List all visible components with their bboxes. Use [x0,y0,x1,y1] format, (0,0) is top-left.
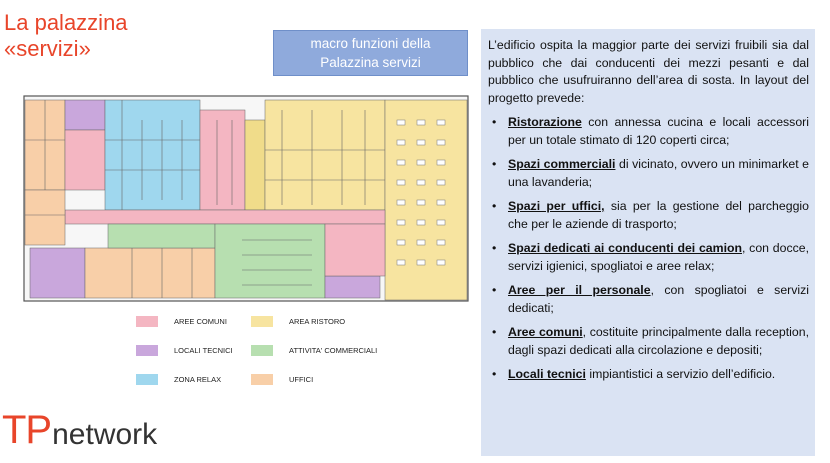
zone-commercial [214,223,326,299]
list-item: •Spazi dedicati ai conducenti dei camion… [492,241,809,273]
legend-swatch [251,316,273,327]
list-item-title: Ristorazione [508,115,582,129]
legend-label: ZONA RELAX [174,375,222,384]
zone-technical-top [64,99,106,131]
room-partitions [25,100,385,298]
zone-relax [104,99,201,211]
logo-network: network [52,418,158,451]
description-panel: L’edificio ospita la maggior parte dei s… [481,29,815,456]
zone-ristoro-kitchen [264,99,386,211]
legend-label: AREA RISTORO [289,317,346,326]
list-item: •Aree comuni, costituite principalmente … [492,325,809,357]
macro-functions-line1: macro funzioni della [310,36,431,51]
list-item-title: Aree per il personale [508,283,651,297]
list-item-text: con annessa cucina e locali accessori pe… [508,115,809,147]
list-item: •Locali tecnici impiantistici a servizio… [492,367,776,381]
list-item-title: Spazi per uffici, [508,199,605,213]
tp-network-logo: TP network [2,400,157,450]
list-item-title: Spazi commerciali [508,157,616,171]
legend-label: AREE COMUNI [174,317,227,326]
slide-title: La palazzina «servizi» [4,10,128,62]
zone-ristoro-strip [244,119,266,211]
legend-label: UFFICI [289,375,314,384]
macro-functions-line2: Palazzina servizi [320,55,421,70]
legend-item-attivita-commerciali: ATTIVITA' COMMERCIALI [251,345,377,356]
list-item-title: Spazi dedicati ai conducenti dei camion [508,241,743,255]
slide-title-line1: La palazzina [4,10,128,35]
zone-uffici-lower-left [24,189,66,246]
zone-technical-small [324,275,381,299]
list-item-text: impiantistici a servizio dell’edificio. [585,367,776,381]
list-item: •Ristorazione con annessa cucina e local… [492,115,809,147]
list-item: •Spazi per uffici, sia per la gestione d… [492,199,809,231]
floor-plan [23,95,469,302]
zone-common-bottom [107,223,216,249]
legend-item-area-ristoro: AREA RISTORO [251,316,345,327]
services-list: •Ristorazione con annessa cucina e local… [488,114,809,384]
list-item-text: , costituite principalmente dalla recept… [508,325,809,357]
list-item-text: di vicinato, ovvero un minimarket e una … [508,157,810,189]
panel-intro: L’edificio ospita la maggior parte dei s… [488,38,809,105]
zone-common-left [64,129,106,191]
legend-label: LOCALI TECNICI [174,346,233,355]
legend-item-uffici: UFFICI [251,374,313,385]
list-item-title: Aree comuni [508,325,583,339]
list-item: •Spazi commerciali di vicinato, ovvero u… [492,157,810,189]
list-item-text: , con spogliatoi e servizi dedicati; [508,283,810,315]
list-item-text: sia per la gestione del parcheggio che p… [508,199,809,231]
legend-label: ATTIVITA' COMMERCIALI [289,346,378,355]
zone-uffici-bottom [84,247,216,299]
restaurant-tables [396,119,446,266]
zone-common-right [324,223,386,277]
plan-legend: AREE COMUNI AREA RISTORO LOCALI TECNICI … [136,312,396,392]
logo-tp: TP [2,408,52,452]
legend-swatch [136,374,158,385]
macro-functions-header: macro funzioni della Palazzina servizi [273,30,468,76]
legend-swatch [136,345,158,356]
zone-technical-bottom [29,247,86,299]
list-item-title: Locali tecnici [508,367,586,381]
slide-title-line2: «servizi» [4,36,91,61]
legend-swatch [251,374,273,385]
legend-swatch [251,345,273,356]
legend-swatch [136,316,158,327]
list-item-text: , con docce, servizi igienici, spogliato… [508,241,809,273]
legend-item-zona-relax: ZONA RELAX [136,374,221,385]
legend-item-aree-comuni: AREE COMUNI [136,316,227,327]
legend-item-locali-tecnici: LOCALI TECNICI [136,345,233,356]
zone-common-center [199,109,246,211]
list-item: •Aree per il personale, con spogliatoi e… [492,283,810,315]
zone-corridor [64,209,386,225]
